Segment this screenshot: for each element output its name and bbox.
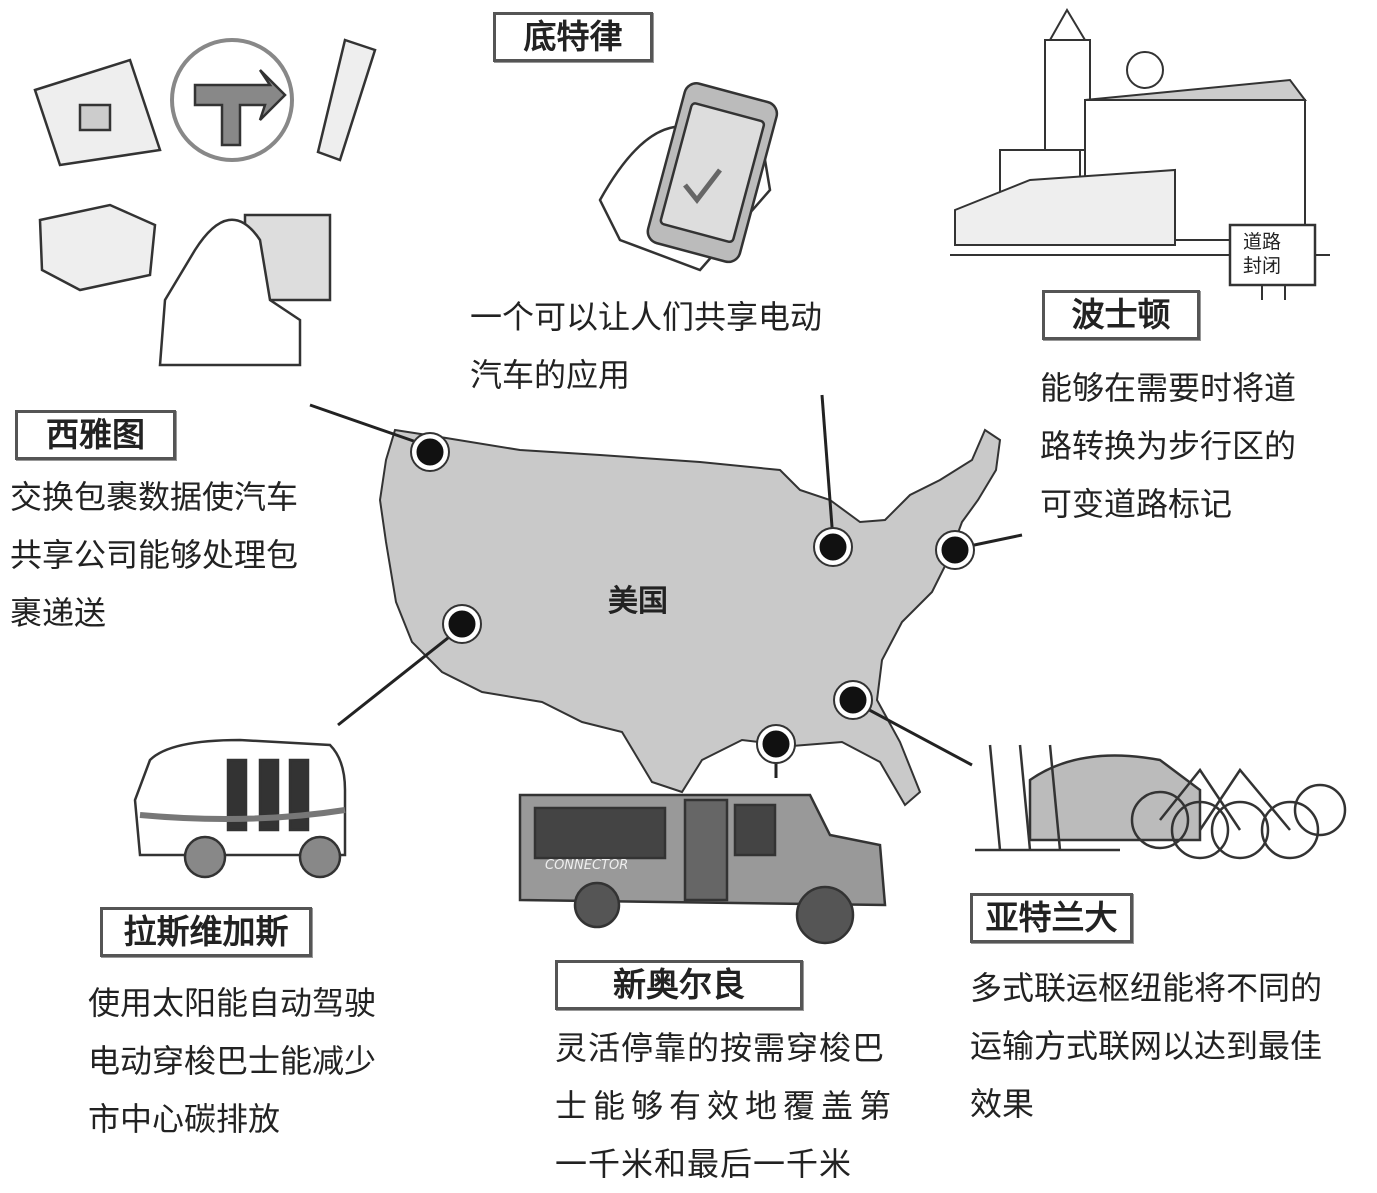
dot-las-vegas [443,605,481,643]
description-line: 多式联运枢纽能将不同的 [970,969,1323,1007]
dot-seattle [411,433,449,471]
country-label: 美国 [608,584,668,619]
city-label-new-orleans: 新奥尔良 [555,960,803,1010]
bus-label: CONNECTOR [545,858,629,873]
road-closed-sign: 道路 封闭 [1243,230,1281,278]
detroit-illustration [598,82,779,272]
description-boston: 能够在需要时将道 路转换为步行区的 可变道路标记 [1040,359,1296,533]
description-atlanta: 多式联运枢纽能将不同的 运输方式联网以达到最佳 效果 [970,959,1322,1133]
city-label-atlanta: 亚特兰大 [970,893,1133,943]
description-detroit: 一个可以让人们共享电动 汽车的应用 [470,288,822,404]
sign-line: 道路 [1243,231,1282,253]
description-line: 市中心碳排放 [88,1100,281,1138]
description-line: 能够在需要时将道 [1040,369,1297,407]
description-line: 使用太阳能自动驾驶 [88,984,377,1022]
description-line: 一个可以让人们共享电动 [470,298,823,336]
description-line: 效果 [970,1085,1035,1123]
new-orleans-illustration [518,793,887,945]
city-label-las-vegas: 拉斯维加斯 [100,907,312,957]
description-las-vegas: 使用太阳能自动驾驶 电动穿梭巴士能减少 市中心碳排放 [88,974,376,1148]
description-line: 可变道路标记 [1040,485,1233,523]
city-label-boston: 波士顿 [1042,290,1200,340]
dot-detroit [814,528,852,566]
description-line: 士能够有效地覆盖第 [555,1087,898,1125]
seattle-illustration [33,38,377,367]
description-line: 电动穿梭巴士能减少 [88,1042,377,1080]
atlanta-illustration [975,744,1347,860]
city-dots [411,433,974,763]
description-line: 裹递送 [10,594,107,632]
dot-boston [936,531,974,569]
city-label-seattle: 西雅图 [15,410,176,460]
description-line: 交换包裹数据使汽车 [10,478,299,516]
description-new-orleans: 灵活停靠的按需穿梭巴 士能够有效地覆盖第 一千米和最后一千米 [555,1019,897,1193]
sign-line: 封闭 [1243,255,1282,277]
description-line: 一千米和最后一千米 [555,1145,853,1183]
dot-atlanta [834,681,872,719]
description-line: 灵活停靠的按需穿梭巴 [555,1029,886,1067]
boston-illustration [950,8,1330,300]
city-label-detroit: 底特律 [493,12,653,62]
description-seattle: 交换包裹数据使汽车 共享公司能够处理包 裹递送 [10,468,298,642]
dot-new-orleans [757,725,795,763]
description-line: 路转换为步行区的 [1040,427,1297,465]
description-line: 共享公司能够处理包 [10,536,299,574]
description-line: 运输方式联网以达到最佳 [970,1027,1323,1065]
las-vegas-illustration [133,738,347,879]
description-line: 汽车的应用 [470,356,631,394]
